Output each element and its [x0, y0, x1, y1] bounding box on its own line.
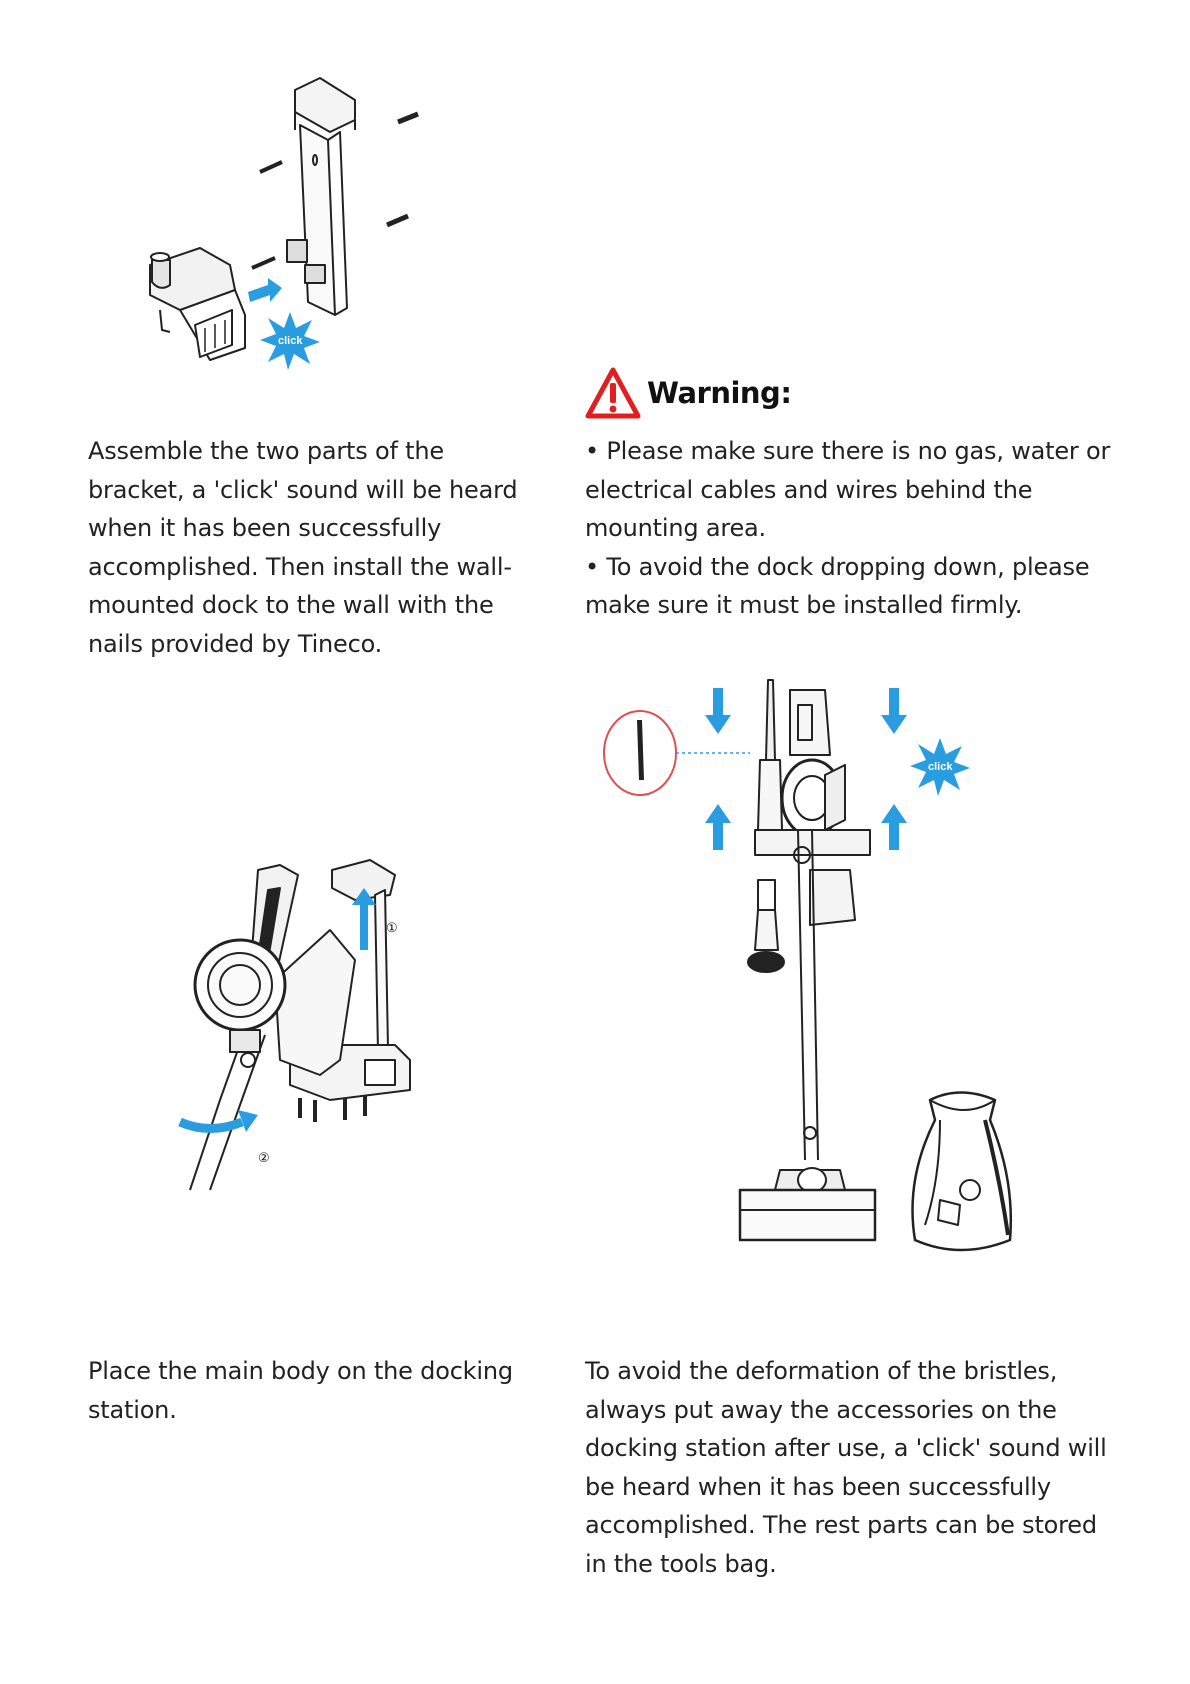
bracket-assembly-illustration: click — [149, 77, 419, 370]
warning-heading: Warning: — [585, 363, 792, 423]
step2-text: Place the main body on the docking stati… — [88, 1357, 513, 1424]
marker-2: ② — [258, 1150, 270, 1165]
warning-title: Warning: — [647, 376, 792, 410]
warning-item: • To avoid the dock dropping down, pleas… — [585, 552, 1090, 620]
click-label: click — [278, 335, 303, 347]
warning-list: • Please make sure there is no gas, wate… — [585, 432, 1125, 625]
step2-instruction: Place the main body on the docking stati… — [88, 1352, 543, 1429]
step1-instruction: Assemble the two parts of the bracket, a… — [88, 432, 543, 663]
step3-instruction: To avoid the deformation of the bristles… — [585, 1352, 1125, 1583]
accessory-storage-illustration: click — [603, 679, 1013, 1252]
click-label: click — [928, 761, 953, 773]
step3-text: To avoid the deformation of the bristles… — [585, 1357, 1107, 1578]
dock-placement-illustration: ① ② — [178, 859, 411, 1191]
warning-item: • Please make sure there is no gas, wate… — [585, 437, 1111, 542]
step1-text: Assemble the two parts of the bracket, a… — [88, 437, 518, 658]
warning-triangle-icon — [585, 367, 641, 419]
marker-1: ① — [386, 920, 398, 935]
